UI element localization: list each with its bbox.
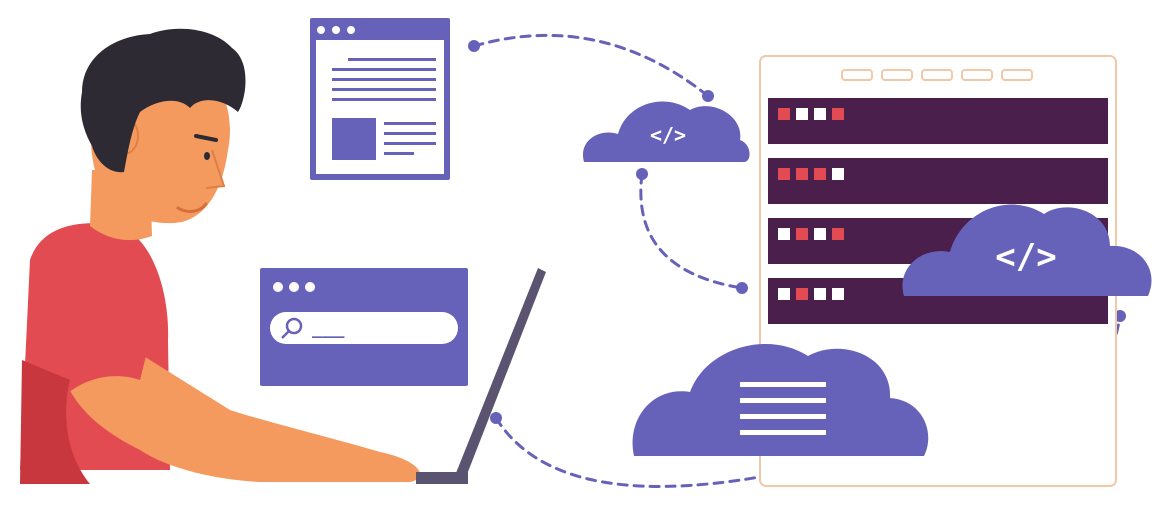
server-unit-2 (768, 158, 1108, 204)
cloud-code-glyph-large: </> (995, 237, 1056, 277)
cloud-code-glyph: </> (650, 123, 686, 147)
connector-browser-to-cloud (472, 33, 710, 98)
cloud-document-icon (632, 343, 929, 456)
connector-laptop-to-cloud (494, 416, 798, 488)
hair (80, 28, 246, 173)
cloud-code-icon-large: </> (902, 204, 1152, 296)
connector-cloud-to-server (639, 172, 744, 290)
search-placeholder: ___ (312, 318, 345, 339)
person-at-laptop (20, 28, 420, 484)
laptop (416, 268, 546, 484)
browser-window-icon (310, 18, 450, 180)
server-unit-1 (768, 98, 1108, 144)
arm (60, 339, 420, 482)
search-input[interactable] (270, 312, 458, 344)
search-icon (281, 317, 303, 339)
cloud-code-icon: </> (582, 101, 750, 162)
search-window: ___ (260, 268, 468, 386)
